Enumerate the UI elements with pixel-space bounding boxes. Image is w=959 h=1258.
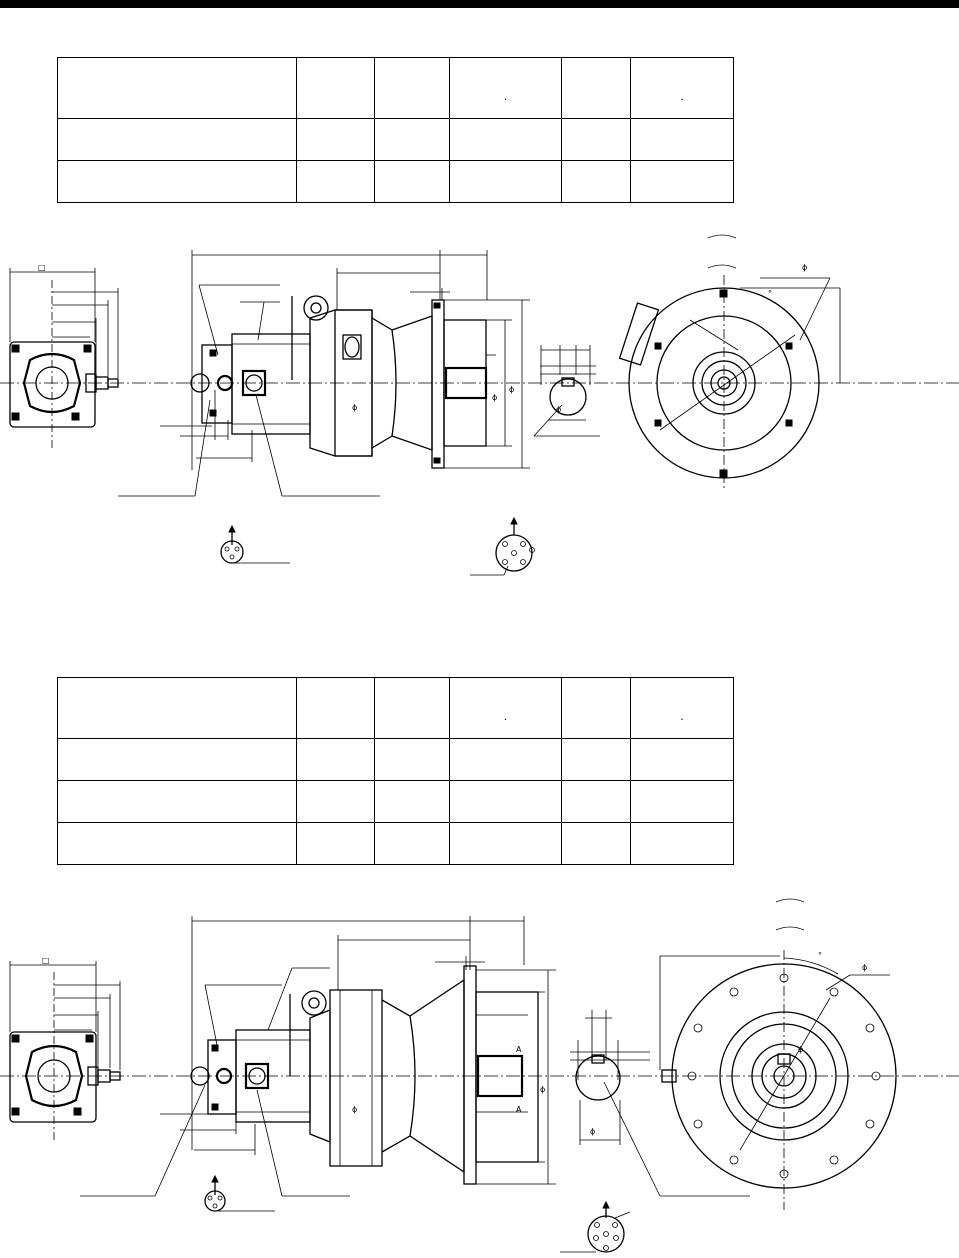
arrow-label: A [516, 1105, 522, 1114]
table-cell [449, 780, 562, 823]
degree-symbol: ° [768, 289, 772, 298]
diameter-symbol: ϕ [509, 385, 514, 394]
dimension-table-2 [57, 677, 734, 865]
table-cell [296, 160, 375, 203]
diameter-symbol: ϕ [556, 405, 561, 414]
table-cell [374, 780, 450, 823]
diameter-symbol: ϕ [352, 1105, 357, 1114]
motor-drawing-2: □ [0, 898, 959, 1253]
table-cell [449, 822, 562, 865]
table-cell [57, 780, 297, 823]
table-cell [561, 738, 631, 781]
table-cell [57, 160, 297, 203]
flange-front-view: ϕ ° ϕ [659, 898, 897, 1210]
table-cell [57, 677, 297, 739]
table-cell [561, 822, 631, 865]
table-cell [296, 677, 375, 739]
connector-pin-view-2 [470, 516, 535, 576]
table-cell [630, 677, 734, 739]
table-header-row [57, 677, 734, 739]
table-cell [630, 780, 734, 823]
table-cell [57, 57, 297, 119]
shaft-key-detail: ϕ [570, 1010, 750, 1197]
table-cell [561, 780, 631, 823]
table-cell [374, 822, 450, 865]
degree-symbol: ° [818, 951, 822, 960]
table-cell [630, 822, 734, 865]
table-cell [449, 160, 562, 203]
square-symbol: □ [38, 263, 46, 272]
table-cell [374, 160, 450, 203]
table-row [57, 160, 734, 203]
diameter-symbol: ϕ [352, 403, 357, 412]
table-cell [449, 677, 562, 739]
square-symbol: □ [42, 956, 50, 965]
side-view: A A ϕ ϕ [80, 916, 556, 1197]
table-header-row [57, 57, 734, 119]
table-cell [449, 57, 562, 119]
table-cell [630, 118, 734, 161]
table-cell [296, 780, 375, 823]
connector-pin-view-1 [204, 1174, 275, 1212]
table-cell [630, 57, 734, 119]
end-view-left: □ [9, 263, 119, 450]
diameter-symbol: ϕ [798, 1045, 803, 1054]
table-row [57, 822, 734, 865]
table-cell [57, 822, 297, 865]
table-cell [57, 738, 297, 781]
table-cell [630, 738, 734, 781]
diameter-symbol: ϕ [590, 1127, 595, 1136]
diameter-symbol: ϕ [492, 393, 497, 402]
table-cell [374, 738, 450, 781]
table-row [57, 118, 734, 161]
table-cell [561, 57, 631, 119]
table-cell [57, 118, 297, 161]
motor-drawing-1: □ [0, 234, 959, 576]
connector-pin-view-1 [220, 524, 290, 564]
diameter-symbol: ϕ [540, 1085, 545, 1094]
diameter-symbol: ϕ [862, 963, 867, 972]
table-row [57, 738, 734, 781]
table-cell [449, 118, 562, 161]
table-cell [561, 118, 631, 161]
connector-pin-view-2 [560, 1200, 631, 1253]
table-cell [449, 738, 562, 781]
dimension-table-1 [57, 57, 734, 203]
table-cell [561, 677, 631, 739]
arrow-label: A [516, 1045, 522, 1054]
table-cell [296, 822, 375, 865]
table-cell [374, 57, 450, 119]
flange-front-view: ϕ ° [618, 234, 841, 490]
shaft-key-detail: ϕ [533, 345, 600, 437]
table-row [57, 780, 734, 823]
table-cell [374, 118, 450, 161]
table-cell [296, 57, 375, 119]
table-cell [561, 160, 631, 203]
diameter-symbol: ϕ [802, 263, 807, 272]
header-rule [0, 0, 959, 8]
table-cell [296, 118, 375, 161]
end-view-left: □ [9, 956, 121, 1140]
table-cell [374, 677, 450, 739]
side-view: ϕ ϕ ϕ [118, 250, 530, 497]
table-cell [630, 160, 734, 203]
table-cell [296, 738, 375, 781]
